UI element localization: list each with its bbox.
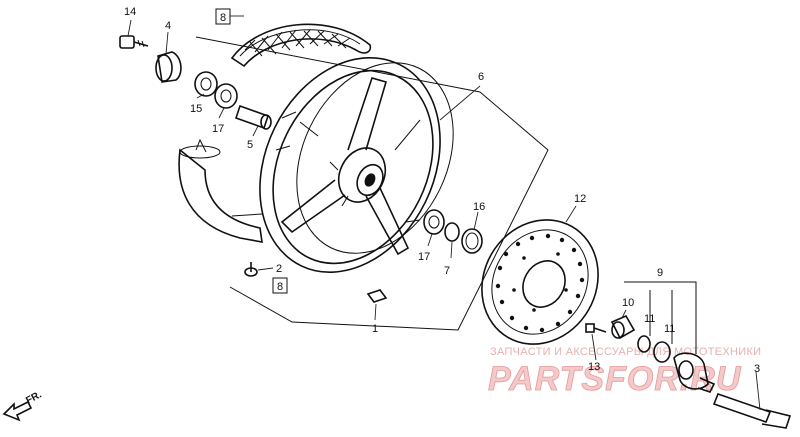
- tire-section: [178, 138, 263, 243]
- collar-4: [155, 51, 182, 83]
- assembly-bracket: [229, 91, 549, 331]
- bearing-17-right: [423, 209, 445, 235]
- label-6: 6: [478, 71, 484, 83]
- label-7: 7: [444, 265, 450, 277]
- tire: [230, 23, 372, 68]
- wheel-hub: [329, 147, 387, 207]
- brake-disc: [481, 219, 599, 345]
- bolt-13: [585, 323, 607, 333]
- balance-weight-1: [366, 289, 388, 303]
- group-9-bracket: [624, 281, 697, 354]
- label-9: 9: [657, 267, 663, 279]
- label-3: 3: [754, 363, 760, 375]
- arrow-left-icon: [2, 400, 33, 422]
- valve-2: [244, 262, 258, 277]
- label-17-top: 17: [212, 123, 224, 135]
- axle-3: [712, 392, 792, 429]
- label-5: 5: [247, 139, 253, 151]
- label-14: 14: [124, 6, 136, 18]
- watermark-brand: PARTSFOR.RU: [488, 360, 742, 398]
- collar-10: [610, 314, 636, 340]
- label-8-top: 8: [220, 12, 226, 24]
- label-8-bottom-box: [272, 277, 288, 294]
- label-13: 13: [588, 361, 600, 373]
- oil-seal-7: [444, 222, 460, 242]
- label-16: 16: [473, 201, 485, 213]
- label-2: 2: [276, 263, 282, 275]
- label-8-bottom: 8: [277, 281, 283, 293]
- label-10: 10: [622, 297, 634, 309]
- spacer-5: [234, 104, 272, 130]
- bearing-15: [194, 71, 218, 97]
- seal-16: [461, 228, 483, 254]
- label-11-b: 11: [664, 323, 675, 335]
- label-4: 4: [165, 20, 171, 32]
- label-8-top-box: [215, 8, 231, 25]
- label-12: 12: [574, 193, 586, 205]
- direction-label: FR.: [24, 389, 44, 406]
- bearing-17-top: [214, 83, 238, 109]
- wheel-spokes: [280, 77, 421, 256]
- label-11-a: 11: [644, 313, 655, 325]
- watermark: ЗАПЧАСТИ И АКСЕССУАРЫ ДЛЯ МОТОТЕХНИКИ PA…: [488, 346, 761, 398]
- speedometer-gearbox-9: [673, 352, 716, 393]
- seal-11-b: [653, 341, 671, 363]
- label-15: 15: [190, 103, 202, 115]
- seal-11-a: [637, 335, 651, 353]
- leader-lines: [127, 19, 761, 411]
- wheel-rim: [259, 57, 454, 273]
- bolt-14: [119, 35, 149, 49]
- front-direction-indicator: FR.: [2, 389, 44, 422]
- label-1: 1: [372, 323, 378, 335]
- watermark-caption: ЗАПЧАСТИ И АКСЕССУАРЫ ДЛЯ МОТОТЕХНИКИ: [490, 346, 761, 358]
- part-labels: 14 4 8 6 15 17 5 16 17 7 12 2 8 9 10 11 …: [124, 6, 760, 375]
- label-17-right: 17: [418, 251, 430, 263]
